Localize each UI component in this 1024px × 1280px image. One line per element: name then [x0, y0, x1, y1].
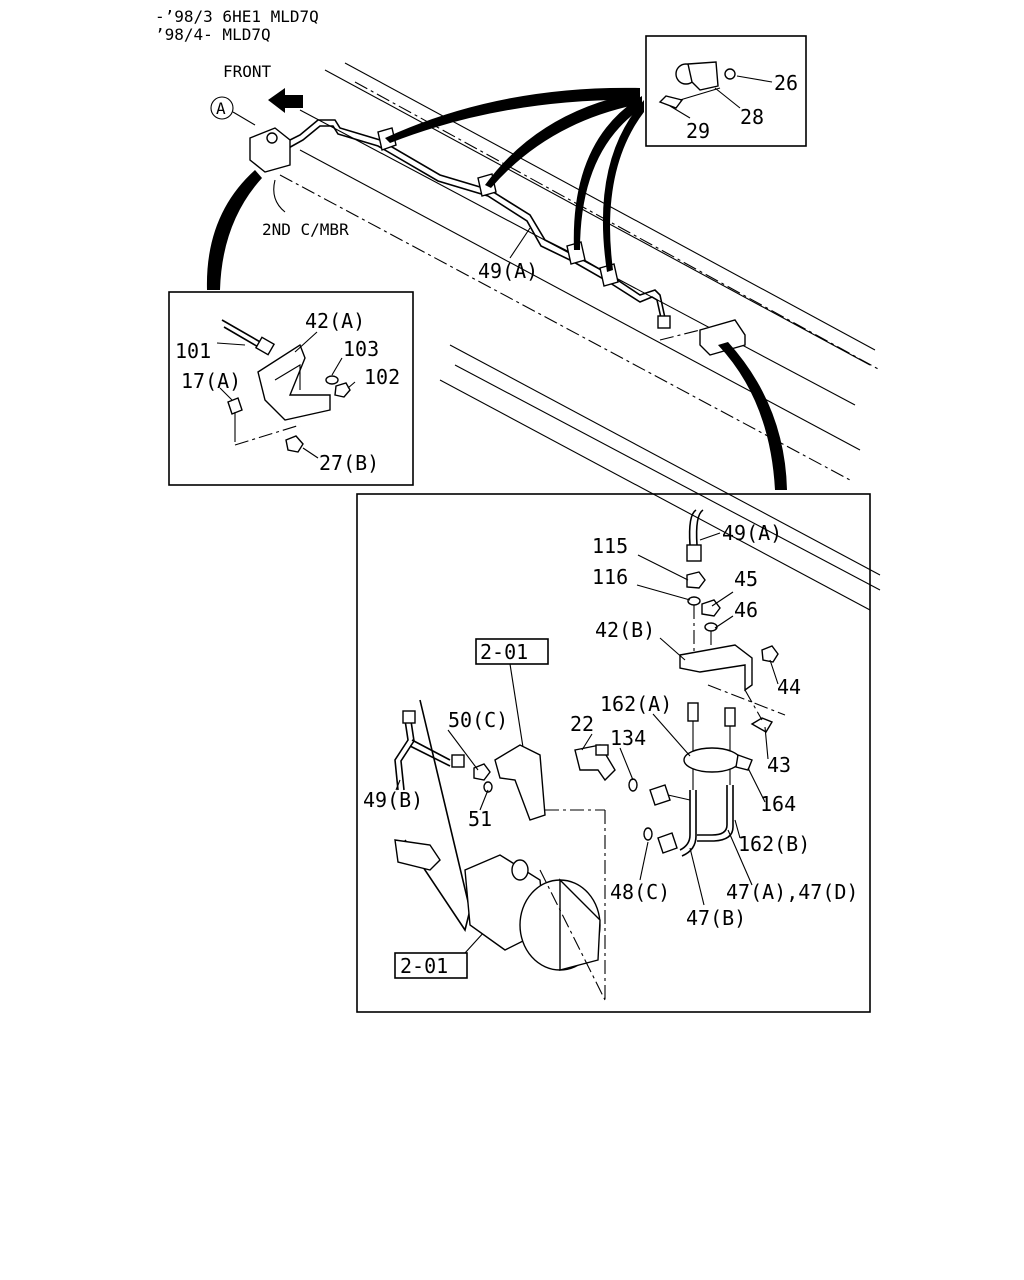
detail-label-134: 134 — [610, 726, 646, 750]
detail-inset: 2-01 2-01 — [356, 493, 871, 1013]
pipe-49b-nut — [402, 710, 416, 724]
clamp-164-tab — [735, 754, 753, 771]
nut-27b — [285, 435, 304, 453]
detail-label-164: 164 — [760, 792, 796, 816]
hose-101 — [221, 319, 263, 344]
nut-115 — [686, 571, 706, 589]
pipe-49a — [688, 509, 697, 546]
clip-label-29: 29 — [686, 119, 710, 143]
callout-leaders — [206, 87, 787, 490]
detail-label-51: 51 — [468, 807, 492, 831]
bracket-label-103: 103 — [343, 337, 379, 361]
detail-label-162a: 162(A) — [600, 692, 672, 716]
fitting-162a-2 — [724, 707, 736, 727]
detail-label-46: 46 — [734, 598, 758, 622]
pipe-49a-nut — [686, 544, 702, 562]
detail-label-42b: 42(B) — [595, 618, 655, 642]
view-marker-label: A — [216, 99, 226, 118]
fitting-end — [649, 784, 671, 806]
tee-fitting-22 — [574, 744, 616, 782]
ref-box-2-01-bottom — [394, 952, 468, 979]
clamp-164 — [683, 747, 741, 773]
detail-label-22: 22 — [570, 712, 594, 736]
valve-unit — [394, 839, 441, 871]
view-marker-circle — [210, 96, 234, 120]
front-arrow-icon — [268, 88, 303, 113]
nut-50c — [473, 763, 491, 781]
bracket-label-17a: 17(A) — [181, 369, 241, 393]
bracket-inset: 101 42(A) 103 17(A) 102 27(B) — [168, 291, 414, 486]
rear-bracket — [699, 319, 746, 356]
bracket-inset-frame — [168, 291, 414, 486]
clip-bracket — [687, 61, 719, 91]
hose-fitting — [254, 336, 276, 356]
detail-label-50c: 50(C) — [448, 708, 508, 732]
pipe-label: 49(A) — [478, 259, 538, 283]
bolt-17a — [227, 397, 243, 415]
bracket-label-102: 102 — [364, 365, 400, 389]
detail-label-45: 45 — [734, 567, 758, 591]
master-vac-bracket — [494, 744, 546, 821]
detail-label-43: 43 — [767, 753, 791, 777]
detail-label-47b: 47(B) — [686, 906, 746, 930]
ref-box-2-01-bottom-label: 2-01 — [400, 954, 448, 978]
bracket-42a — [257, 343, 331, 421]
front-label: FRONT — [223, 62, 272, 81]
master-vac-cap — [559, 878, 601, 971]
washer-134 — [628, 778, 638, 792]
washer-46 — [704, 622, 718, 632]
detail-label-47a-47d: 47(A),47(D) — [726, 880, 858, 904]
clip-nut — [724, 68, 736, 80]
bracket-label-27b: 27(B) — [319, 451, 379, 475]
detail-inset-frame — [356, 493, 871, 1013]
member-label: 2ND C/MBR — [262, 220, 349, 239]
fitting-end-2 — [657, 832, 678, 854]
pipe-49b — [394, 719, 409, 791]
hose-47b — [679, 790, 691, 851]
nut-44 — [761, 645, 779, 663]
clip-inset-frame — [645, 35, 807, 147]
nut-102 — [334, 382, 351, 398]
detail-label-44: 44 — [777, 675, 801, 699]
clip-label-28: 28 — [740, 105, 764, 129]
clip-label-26: 26 — [774, 71, 798, 95]
header-line-2: ’98/4- MLD7Q — [155, 25, 271, 44]
fitting-162a — [687, 702, 699, 722]
washer-116 — [687, 596, 701, 606]
washer-103 — [325, 375, 339, 385]
fitting-nut — [266, 132, 278, 144]
bracket-label-101: 101 — [175, 339, 211, 363]
washer-48c — [643, 827, 653, 841]
pipe-49b-nut-2 — [451, 754, 465, 768]
tee-nipple — [595, 744, 609, 756]
bracket-label-42a: 42(A) — [305, 309, 365, 333]
clip-inset: 26 28 29 — [645, 35, 807, 147]
washer-51 — [483, 781, 493, 793]
detail-label-116: 116 — [592, 565, 628, 589]
hose-47a — [697, 785, 728, 836]
detail-label-49a: 49(A) — [722, 521, 782, 545]
bracket-42b — [679, 644, 753, 692]
vac-port — [511, 859, 529, 881]
ref-box-2-01-top — [475, 638, 549, 665]
detail-label-48c: 48(C) — [610, 880, 670, 904]
detail-label-115: 115 — [592, 534, 628, 558]
pipe-end-fitting — [657, 315, 671, 329]
detail-label-49b: 49(B) — [363, 788, 423, 812]
bolt-43 — [750, 717, 774, 733]
ref-box-2-01-top-label: 2-01 — [480, 640, 528, 664]
header-line-1: -’98/3 6HE1 MLD7Q — [155, 7, 319, 26]
detail-label-162b: 162(B) — [738, 832, 810, 856]
front-bracket — [249, 127, 291, 173]
